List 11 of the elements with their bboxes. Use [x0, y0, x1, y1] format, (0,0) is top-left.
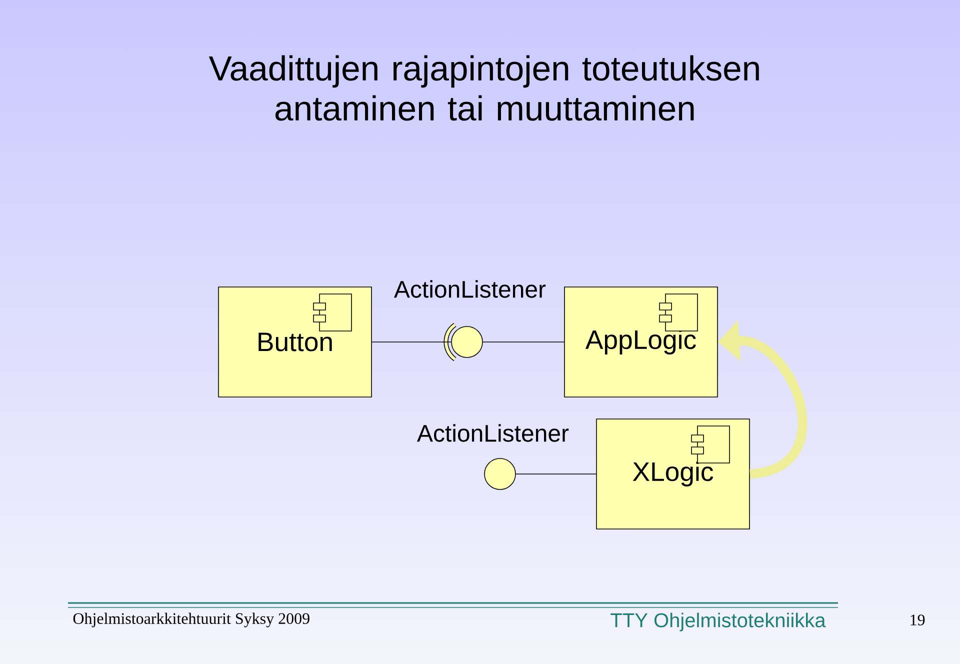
component-box: Button	[218, 286, 372, 398]
title: Vaadittujen rajapintojen toteutuksen antaminen tai muuttaminen	[208, 55, 759, 121]
interface-label: ActionListener	[394, 280, 546, 298]
ball-and-socket	[444, 323, 483, 361]
footer-text: TTY Ohjelmistotekniikka	[610, 612, 826, 632]
footer-text: Ohjelmistoarkkitehtuurit Syksy 2009	[73, 612, 310, 628]
page-number: 19	[910, 614, 925, 626]
component-box: XLogic	[596, 418, 750, 530]
component-box: AppLogic	[564, 286, 718, 398]
interface-label: ActionListener	[417, 424, 569, 442]
interface-ball	[484, 458, 516, 490]
